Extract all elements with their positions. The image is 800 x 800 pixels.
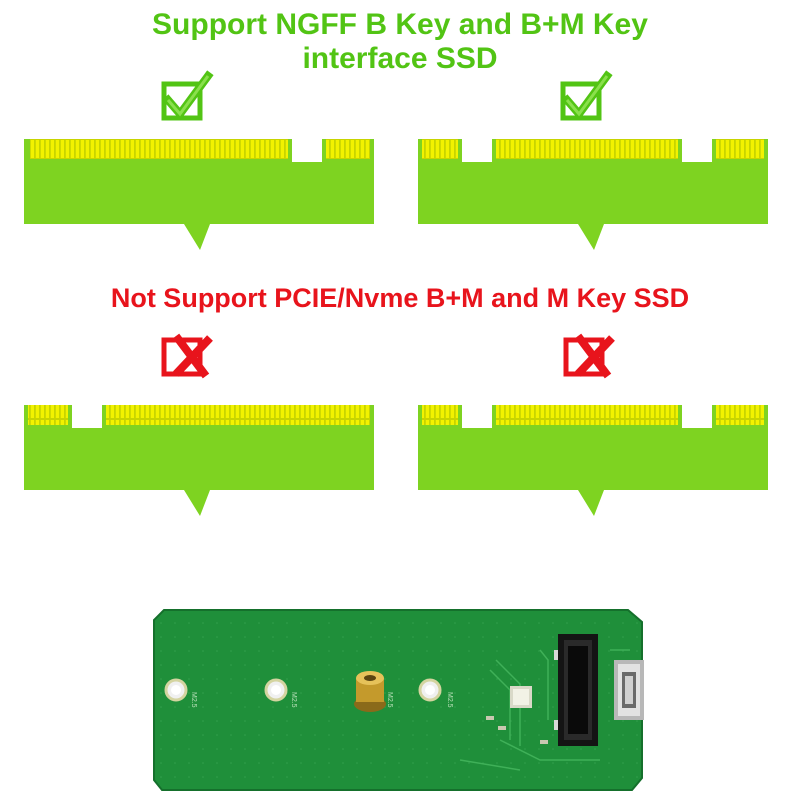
mounting-hole — [264, 678, 288, 702]
pcb-silk-label: M2.5 — [190, 692, 197, 708]
b-m-key-connector-card — [418, 139, 768, 250]
support-heading-line1: Support NGFF B Key and B+M Key — [152, 8, 648, 41]
mounting-hole — [164, 678, 188, 702]
not-support-heading: Not Support PCIE/Nvme B+M and M Key SSD — [110, 283, 690, 313]
smd-chip — [510, 686, 532, 708]
smd-component — [486, 716, 494, 720]
smd-component — [498, 726, 506, 730]
brass-standoff — [354, 671, 386, 712]
cross-box-icon — [161, 333, 213, 379]
check-box-icon — [161, 70, 214, 121]
cross-box-icon — [563, 333, 615, 379]
pcb-silk-label: M2.5 — [386, 692, 393, 708]
smd-component — [540, 740, 548, 744]
pcb-silk-label: M2.5 — [446, 692, 453, 708]
mounting-hole — [418, 678, 442, 702]
pcb-silk-label: M2.5 — [290, 692, 297, 708]
support-heading: Support NGFF B Key and B+M Key interface… — [0, 8, 800, 76]
check-box-icon — [560, 70, 613, 121]
m-key-connector-card-left — [24, 405, 374, 516]
b-m-key-connector-card-right — [418, 405, 768, 516]
support-heading-line2: interface SSD — [302, 42, 498, 75]
black-connector — [554, 634, 598, 746]
b-key-connector-card — [24, 139, 374, 250]
adapter-pcb-board: M2.5 M2.5 M2.5 M2.5 — [153, 609, 644, 791]
usb-connector — [614, 660, 644, 720]
